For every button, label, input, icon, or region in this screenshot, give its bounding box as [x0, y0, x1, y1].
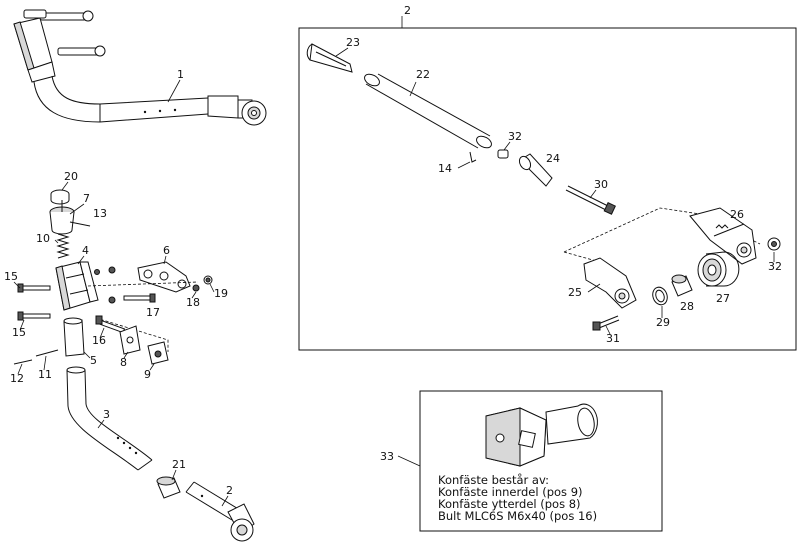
label-part-23: 23 [346, 36, 360, 49]
label-part-25: 25 [568, 286, 582, 299]
label-part-27: 27 [716, 292, 730, 305]
label-part-13: 13 [93, 207, 107, 220]
part-10-spring [56, 233, 70, 259]
part-28-bushing [671, 274, 693, 297]
part-20-cap [50, 189, 70, 205]
part-33-frame [419, 390, 663, 532]
label-part-4: 4 [82, 244, 89, 257]
exploded-view-frame [298, 27, 797, 351]
label-part-22: 22 [416, 68, 430, 81]
label-part-26: 26 [730, 208, 744, 221]
part-8-clamp [119, 325, 141, 355]
label-part-21: 21 [172, 458, 186, 471]
part-23-spring-clip [306, 43, 353, 73]
part-4-housing [55, 261, 99, 311]
caption-line-4: Bult MLC6S M6x40 (pos 16) [438, 509, 597, 523]
part-1-tube-assembly [13, 9, 267, 126]
label-part-32a: 32 [508, 130, 522, 143]
part-25-fork [583, 257, 637, 309]
label-part-30: 30 [594, 178, 608, 191]
caption-line-3: Konfäste ytterdel (pos 8) [438, 497, 581, 511]
label-part-15b: 15 [12, 326, 26, 339]
part-31-bolt [592, 315, 620, 331]
label-part-12: 12 [10, 372, 24, 385]
part-15-bolts [17, 283, 51, 321]
label-part-3: 3 [103, 408, 110, 421]
label-part-29: 29 [656, 316, 670, 329]
part-2-lower-assembly [185, 481, 255, 542]
label-part-18: 18 [186, 296, 200, 309]
part-17-bolt [123, 293, 156, 303]
caption-line-2: Konfäste innerdel (pos 9) [438, 485, 583, 499]
label-part-5: 5 [90, 354, 97, 367]
part-21-bushing [156, 476, 181, 499]
label-part-8: 8 [120, 356, 127, 369]
part-29-ring [652, 286, 668, 306]
label-part-20: 20 [64, 170, 78, 183]
part-32-nut-b [767, 237, 781, 251]
label-part-10: 10 [36, 232, 50, 245]
part-32-nut-a [497, 149, 509, 159]
part-16-bolt [95, 315, 126, 334]
label-part-32b: 32 [768, 260, 782, 273]
label-part-28: 28 [680, 300, 694, 313]
label-part-2-top: 2 [404, 4, 411, 17]
part-22-tube [364, 73, 492, 149]
label-part-9: 9 [144, 368, 151, 381]
label-part-14: 14 [438, 162, 452, 175]
label-part-15a: 15 [4, 270, 18, 283]
caption-line-1: Konfäste består av: [438, 473, 549, 487]
part-27-wheel [697, 251, 740, 287]
label-part-31: 31 [606, 332, 620, 345]
part-33-bracket [485, 403, 598, 467]
label-part-24: 24 [546, 152, 560, 165]
label-part-16: 16 [92, 334, 106, 347]
label-part-33: 33 [380, 450, 394, 463]
label-part-1: 1 [177, 68, 184, 81]
part-5-tube [63, 317, 85, 357]
part-7-knob [49, 200, 75, 235]
part-9-clamp-inner [147, 341, 169, 365]
part-24-cone [518, 153, 553, 187]
part-3-bent-tube [66, 366, 153, 471]
part-6-bracket [137, 261, 191, 293]
label-part-6: 6 [163, 244, 170, 257]
part-26-fork [689, 207, 757, 265]
label-part-2-bottom: 2 [226, 484, 233, 497]
label-part-7: 7 [83, 192, 90, 205]
label-part-19: 19 [214, 287, 228, 300]
label-part-17: 17 [146, 306, 160, 319]
label-part-11: 11 [38, 368, 52, 381]
part-30-bolt [565, 185, 616, 215]
